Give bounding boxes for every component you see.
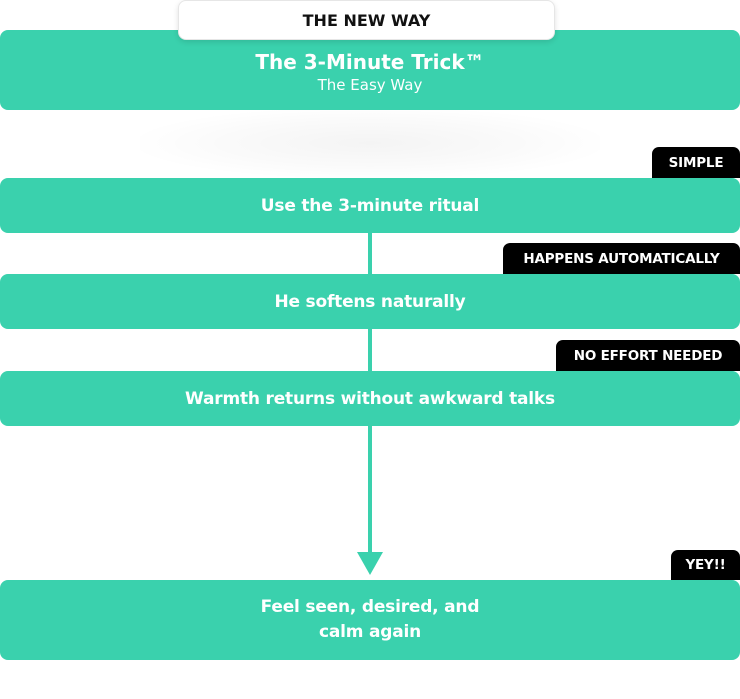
header-box: The 3-Minute Trick™ The Easy Way	[0, 30, 740, 110]
soft-shadow-decoration	[140, 108, 600, 178]
step-box-2: He softens naturally	[0, 274, 740, 329]
pill-text: THE NEW WAY	[302, 10, 431, 30]
connector-line	[368, 329, 372, 371]
tag-text: YEY!!	[685, 557, 726, 573]
step-box-3: Warmth returns without awkward talks	[0, 371, 740, 426]
tag-no-effort-needed: NO EFFORT NEEDED	[556, 340, 740, 371]
header-title: The 3-Minute Trick™	[255, 50, 485, 74]
tag-text: NO EFFORT NEEDED	[573, 347, 723, 364]
tag-happens-automatically: HAPPENS AUTOMATICALLY	[503, 243, 740, 274]
step-text-line1: Feel seen, desired, and	[260, 597, 480, 617]
arrow-down-icon	[357, 552, 383, 575]
step-text: He softens naturally	[274, 291, 466, 312]
header-subtitle: The Easy Way	[317, 76, 423, 94]
step-box-1: Use the 3-minute ritual	[0, 178, 740, 233]
step-text: Use the 3-minute ritual	[260, 195, 480, 216]
tag-yey: YEY!!	[671, 550, 740, 580]
tag-simple: SIMPLE	[652, 147, 740, 178]
arrow-shaft	[368, 426, 372, 556]
tag-text: SIMPLE	[668, 154, 724, 171]
step-box-4: Feel seen, desired, and calm again	[0, 580, 740, 660]
step-text: Warmth returns without awkward talks	[185, 388, 555, 409]
tag-text: HAPPENS AUTOMATICALLY	[523, 250, 720, 267]
step-text-line2: calm again	[318, 622, 422, 642]
the-new-way-label: THE NEW WAY	[178, 0, 555, 40]
connector-line	[368, 233, 372, 274]
